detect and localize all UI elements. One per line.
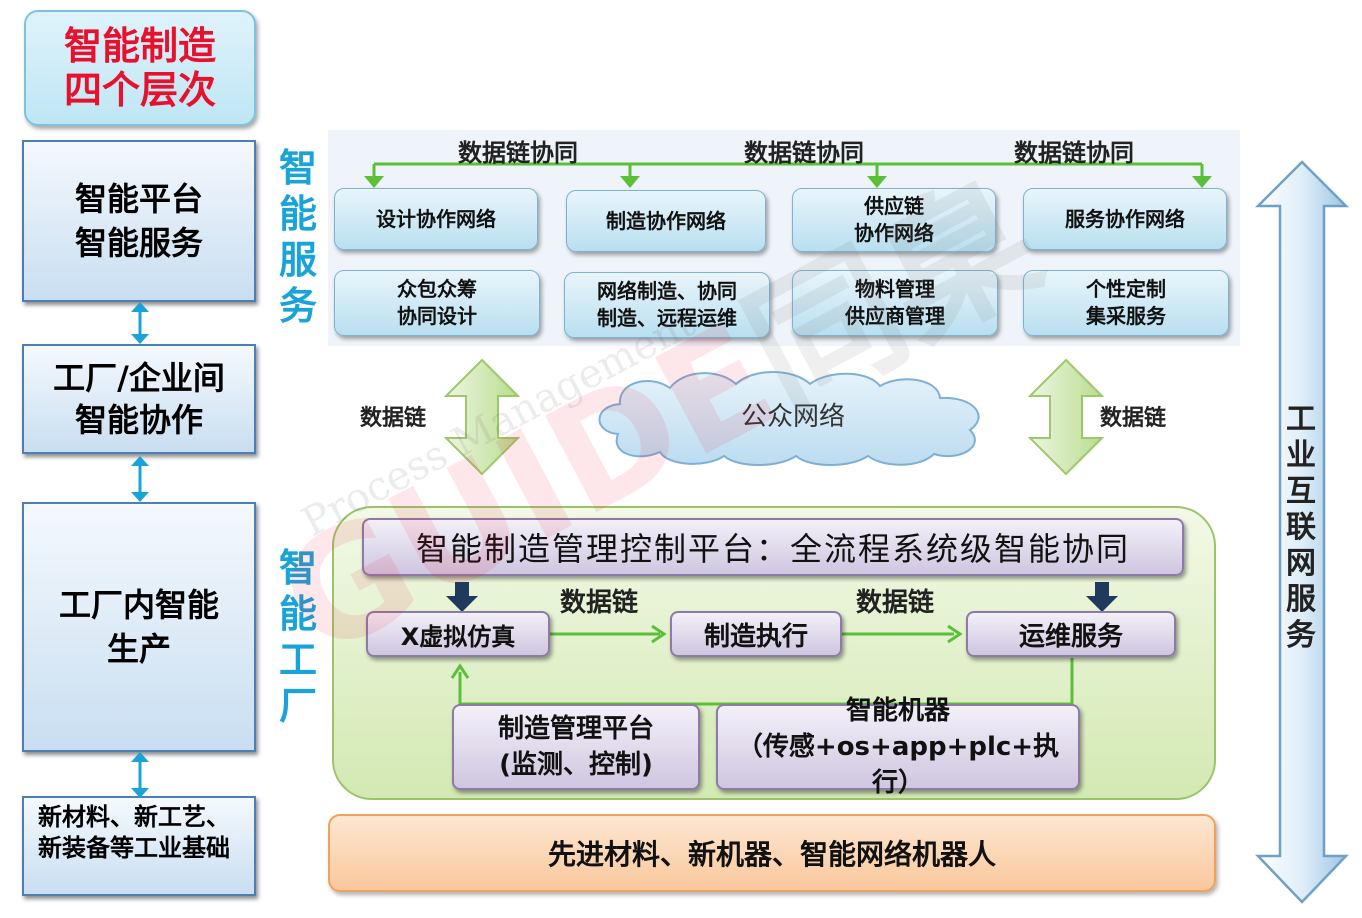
left-connector-arrows (131, 302, 149, 798)
service-r2-c1-l1: 众包众筹 (397, 277, 477, 301)
service-supply-chain-network: 供应链 协作网络 (792, 188, 996, 252)
foundation-bar: 先进材料、新机器、智能网络机器人 (328, 814, 1216, 892)
level-3-line1: 工厂内智能 (58, 586, 219, 624)
level-industrial-base: 新材料、新工艺、新装备等工业基础 (22, 796, 256, 896)
sync-label-3: 数据链协同 (1014, 139, 1134, 167)
machine-line2: （传感+os+app+plc+执行） (736, 732, 1060, 798)
title-box: 智能制造 四个层次 (24, 10, 256, 126)
label-smart-factory: 智能工厂 (278, 546, 317, 728)
service-r2-c4-l1: 个性定制 (1086, 277, 1166, 301)
service-r2-c2-l2: 制造、远程运维 (597, 306, 737, 330)
service-r2-c2-l1: 网络制造、协同 (597, 279, 737, 303)
title-line2: 四个层次 (63, 68, 216, 112)
service-r1-c3-l1: 供应链 (864, 194, 924, 218)
factory-chain-label-2: 数据链 (856, 588, 935, 618)
level-1-line1: 智能平台 (74, 180, 203, 218)
data-chain-label-right: 数据链 (1100, 406, 1167, 431)
public-network-cloud-icon (598, 371, 980, 466)
service-customization: 个性定制 集采服务 (1023, 270, 1229, 336)
service-networked-manufacturing: 网络制造、协同 制造、远程运维 (564, 272, 770, 338)
service-r2-c4-l2: 集采服务 (1086, 304, 1166, 328)
service-r1-c3-l2: 协作网络 (854, 221, 934, 245)
operations-service-box: 运维服务 (966, 611, 1176, 657)
public-network-label: 公众网络 (740, 401, 845, 432)
service-r1-c4-l1: 服务协作网络 (1065, 206, 1185, 231)
level-1-line2: 智能服务 (74, 224, 203, 262)
smart-machine-box: 智能机器 （传感+os+app+plc+执行） (716, 696, 1080, 798)
level-2-line1: 工厂/企业间 (53, 359, 225, 397)
service-material-management: 物料管理 供应商管理 (792, 270, 998, 336)
level-in-factory: 工厂内智能 生产 (22, 502, 256, 752)
level-3-line2: 生产 (106, 630, 171, 668)
mgmt-line1: 制造管理平台 (497, 714, 654, 744)
platform-banner: 智能制造管理控制平台：全流程系统级智能协同 (362, 518, 1184, 576)
sync-label-2: 数据链协同 (744, 139, 864, 167)
mgmt-line2: (监测、控制) (499, 750, 653, 780)
industrial-internet-label: 工业互联网服务 (1286, 402, 1316, 653)
virtual-simulation-box: X虚拟仿真 (366, 611, 550, 657)
level-4-text: 新材料、新工艺、新装备等工业基础 (38, 803, 230, 862)
service-manufacturing-network: 制造协作网络 (566, 190, 766, 252)
machine-line1: 智能机器 (845, 696, 950, 726)
label-smart-service: 智能服务 (278, 146, 317, 328)
service-r2-c3-l1: 物料管理 (855, 277, 935, 301)
industrial-internet-arrow (1254, 160, 1350, 904)
manufacturing-management-platform-box: 制造管理平台 (监测、控制) (452, 704, 700, 790)
title-line1: 智能制造 (63, 24, 216, 68)
service-r2-c1-l2: 协同设计 (397, 304, 477, 328)
service-r2-c3-l2: 供应商管理 (845, 304, 945, 328)
manufacturing-execution-box: 制造执行 (670, 611, 842, 657)
sync-connector (364, 162, 1212, 188)
level-2-line2: 智能协作 (74, 401, 203, 439)
sync-label-1: 数据链协同 (458, 139, 578, 167)
service-r1-c1-l1: 设计协作网络 (376, 206, 496, 231)
service-service-network: 服务协作网络 (1023, 188, 1227, 250)
data-chain-arrow-right (1028, 358, 1104, 476)
factory-chain-label-1: 数据链 (560, 588, 639, 618)
service-r1-c2-l1: 制造协作网络 (606, 208, 726, 233)
level-inter-factory: 工厂/企业间 智能协作 (22, 344, 256, 454)
data-chain-label-left: 数据链 (360, 406, 427, 431)
data-chain-arrow-left (444, 358, 520, 476)
level-smart-platform: 智能平台 智能服务 (22, 140, 256, 302)
service-crowdsourcing: 众包众筹 协同设计 (334, 270, 540, 336)
service-design-network: 设计协作网络 (334, 188, 538, 250)
